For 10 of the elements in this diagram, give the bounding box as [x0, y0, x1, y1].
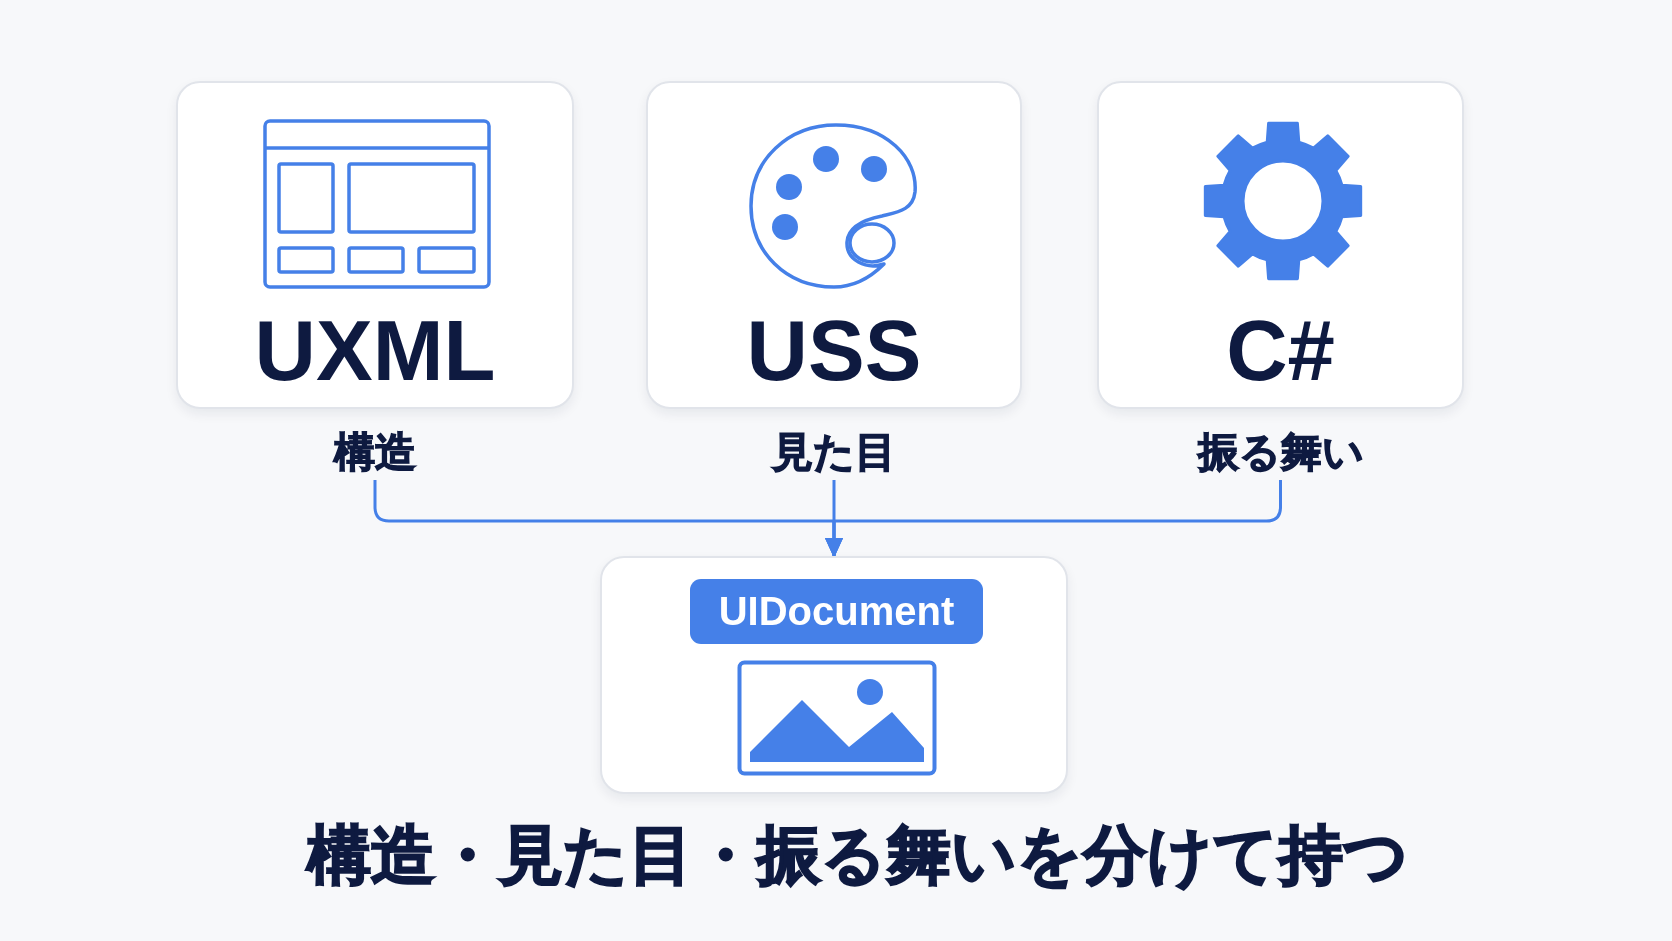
- card-title: USS: [746, 306, 922, 396]
- component-tag: UIDocument: [690, 579, 983, 644]
- card-caption: 構造: [334, 428, 416, 477]
- card-title: C#: [1226, 306, 1335, 396]
- card-title: UXML: [254, 306, 496, 396]
- card-caption: 見た目: [772, 428, 896, 477]
- caption: 構造・見た目・振る舞いを分けて持つ: [307, 818, 1409, 893]
- connector-arrow: [824, 480, 1282, 558]
- card-caption: 振る舞い: [1197, 428, 1364, 477]
- document-card: [600, 556, 1068, 794]
